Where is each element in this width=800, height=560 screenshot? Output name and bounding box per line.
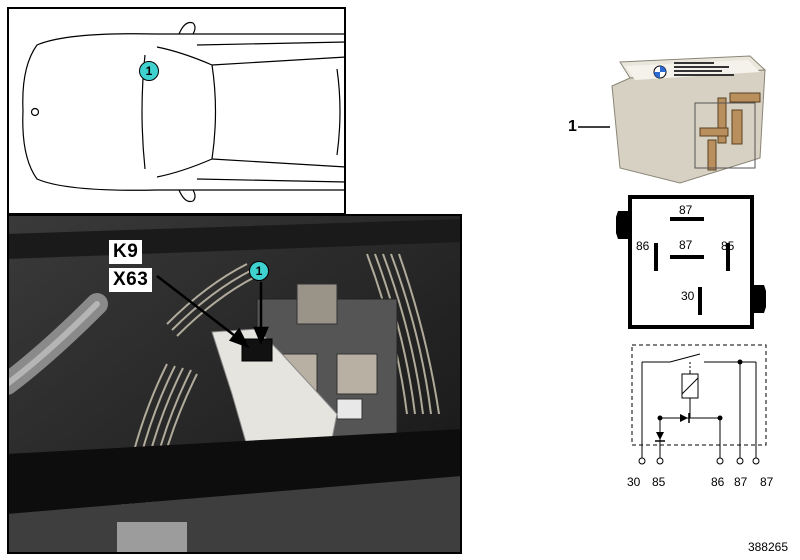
part-label-1: 1 [568, 118, 577, 135]
leader-line [578, 126, 610, 128]
photo-label-x63: X63 [109, 268, 153, 292]
pin-87-center: 87 [679, 238, 693, 252]
engine-bay-photo: K9 X63 1 [7, 214, 462, 554]
relay-pinout-diagram: 87 86 87 85 30 [616, 195, 766, 329]
photo-illustration [9, 216, 460, 552]
pin-30: 30 [681, 289, 695, 303]
pin-85: 85 [721, 239, 735, 253]
pin-87-top: 87 [679, 203, 693, 217]
car-location-diagram: 1 [7, 7, 346, 215]
relay-schematic [631, 344, 767, 465]
pinout-frame [616, 195, 766, 329]
terminal-87-a: 87 [734, 475, 748, 489]
car-outline-drawing [22, 21, 346, 203]
photo-callout-1: 1 [249, 261, 269, 281]
photo-label-k9: K9 [109, 240, 143, 264]
pin-86: 86 [636, 239, 650, 253]
relay-part-image [611, 55, 767, 184]
car-callout-1: 1 [139, 61, 159, 81]
terminal-30: 30 [627, 475, 641, 489]
terminal-86: 86 [711, 475, 725, 489]
terminal-87-b: 87 [760, 475, 774, 489]
terminal-85: 85 [652, 475, 666, 489]
drawing-number: 388265 [747, 540, 788, 554]
